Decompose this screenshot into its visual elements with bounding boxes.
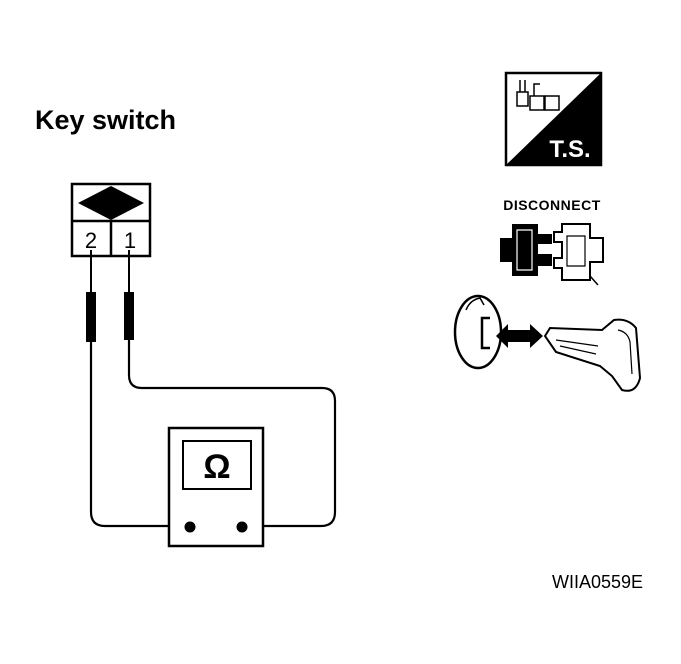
- connector-disconnect-icon: DISCONNECT: [500, 197, 604, 286]
- ohmmeter: Ω: [167, 426, 265, 548]
- key-removed-icon: [453, 294, 642, 392]
- ohm-symbol: Ω: [203, 448, 230, 486]
- probe-left: [86, 250, 190, 528]
- meter-terminal-left: [184, 521, 196, 533]
- terminal-1-label: 1: [124, 228, 136, 253]
- disconnect-label: DISCONNECT: [503, 197, 601, 213]
- meter-terminal-right: [236, 521, 248, 533]
- diagram-title: Key switch: [35, 105, 176, 135]
- figure-code: WIIA0559E: [552, 572, 643, 592]
- tester-label: T.S.: [549, 136, 590, 163]
- connector: 2 1: [70, 182, 152, 258]
- terminal-2-label: 2: [85, 228, 97, 253]
- connector-lock-marker: [78, 186, 144, 220]
- connector-tester-icon: T.S.: [504, 71, 603, 167]
- probe-right: [124, 250, 337, 528]
